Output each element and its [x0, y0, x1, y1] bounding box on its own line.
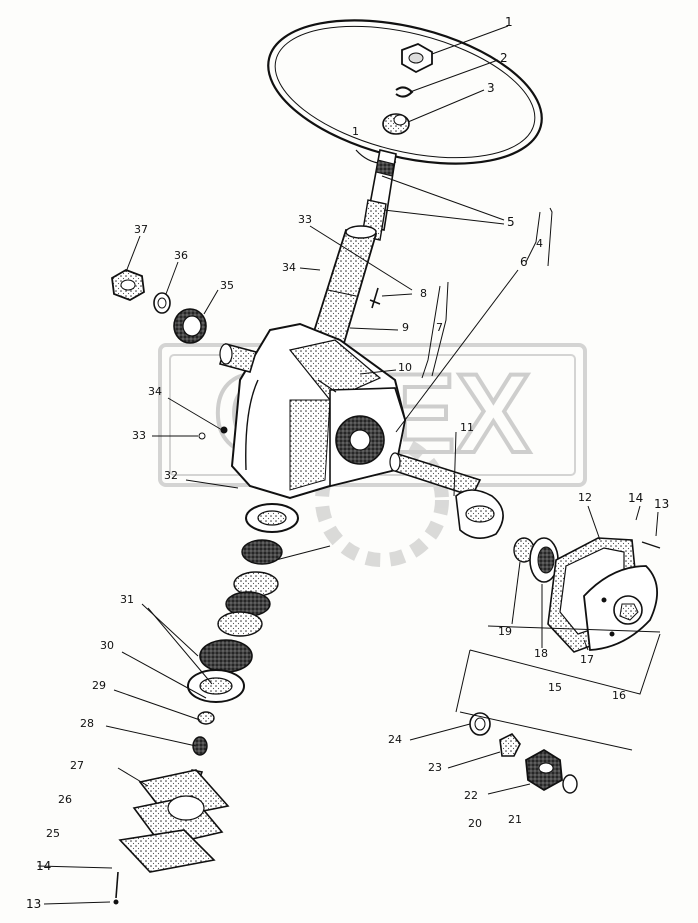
- callout-5-shaft: 5: [507, 215, 515, 229]
- callout-21-item: 21: [508, 813, 522, 826]
- callout-23-lock: 23: [428, 761, 442, 774]
- callout-32-box: 32: [164, 469, 178, 482]
- callout-34-bush: 34: [148, 385, 162, 398]
- side-cover-assembly: [513, 537, 661, 653]
- callout-19-seal: 19: [498, 625, 512, 638]
- callout-9-bolt: 9: [402, 321, 409, 334]
- steering-box-housing: [230, 322, 407, 500]
- lower-right-hardware: [469, 712, 578, 794]
- callout-36-washer: 36: [174, 249, 188, 262]
- callout-4-group: 4: [536, 237, 543, 250]
- callout-20-item: 20: [468, 817, 482, 830]
- callout-2-washer: 2: [500, 51, 508, 65]
- callout-27-cover: 27: [70, 759, 84, 772]
- callout-14-washer-right: 14: [628, 491, 644, 505]
- callout-28-spring: 28: [80, 717, 94, 730]
- callout-17-cover: 17: [580, 653, 594, 666]
- callout-29-shim: 29: [92, 679, 106, 692]
- callout-16-group: 16: [612, 689, 626, 702]
- lock-bolt: [369, 287, 381, 309]
- callout-35-bearing: 35: [220, 279, 234, 292]
- callout-10-housing: 10: [398, 361, 412, 374]
- left-hardware: [111, 269, 258, 440]
- callout-34-column: 34: [282, 261, 296, 274]
- group-brackets: [431, 207, 661, 751]
- callout-13-bolt-bottom: 13: [26, 897, 42, 911]
- callout-26-gasket: 26: [58, 793, 72, 806]
- callout-22-nut: 22: [464, 789, 478, 802]
- callout-33-plug: 33: [132, 429, 146, 442]
- callout-8-clamp: 8: [420, 287, 427, 300]
- callout-3-bush: 3: [487, 81, 495, 95]
- callout-12-gasket: 12: [578, 491, 592, 504]
- callout-15-group: 15: [548, 681, 562, 694]
- bottom-cover-gaskets: [113, 769, 230, 905]
- callout-25-plate: 25: [46, 827, 60, 840]
- sector-shaft: [389, 452, 504, 539]
- callout-24-washer: 24: [388, 733, 402, 746]
- callout-14-washer-bottom: 14: [36, 859, 52, 873]
- callout-37-nut: 37: [134, 223, 148, 236]
- callout-13-bolt-right: 13: [654, 497, 670, 511]
- top-hardware: [382, 43, 433, 135]
- callout-1-nut: 1: [505, 15, 513, 29]
- callout-6-worm: 6: [520, 255, 528, 269]
- callout-30-cup: 30: [100, 639, 114, 652]
- leader-lines: [37, 25, 659, 905]
- callout-7-group: 7: [436, 321, 443, 334]
- callout-11-sector-shaft: 11: [460, 421, 474, 434]
- callout-33-tube: 33: [298, 213, 312, 226]
- steering-shaft: [361, 149, 397, 241]
- callout-31-bearings: 31: [120, 593, 134, 606]
- callout-1-wheel: 1: [352, 125, 359, 138]
- callout-18-ring: 18: [534, 647, 548, 660]
